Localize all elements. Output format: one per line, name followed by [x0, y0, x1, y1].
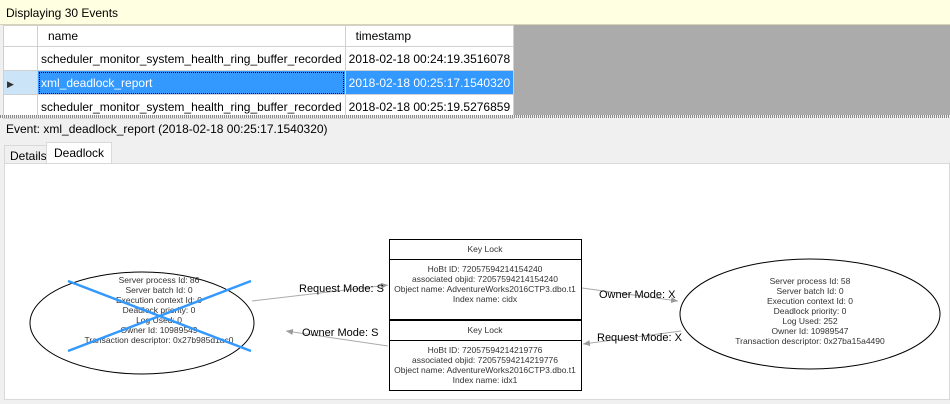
process-node[interactable]: Server process Id: 58 Server batch Id: 0…	[679, 258, 941, 370]
table-row-selected[interactable]: ▶ xml_deadlock_report 2018-02-18 00:25:1…	[3, 70, 515, 95]
event-count-status: Displaying 30 Events	[0, 0, 950, 25]
resource-line: Index name: idx1	[453, 375, 518, 385]
column-header-timestamp[interactable]: timestamp	[344, 25, 515, 47]
resource-line: associated objid: 72057594214219776	[412, 355, 558, 365]
cell-name[interactable]: scheduler_monitor_system_health_ring_buf…	[37, 94, 346, 119]
row-header[interactable]	[3, 46, 38, 71]
resource-title: Key Lock	[468, 325, 504, 335]
resource-line: Index name: cidx	[453, 294, 518, 304]
process-line: Execution context Id: 0	[116, 295, 202, 305]
cell-timestamp[interactable]: 2018-02-18 00:24:19.3516078	[344, 46, 515, 71]
event-label: Event: xml_deadlock_report (2018-02-18 0…	[6, 122, 328, 136]
victim-x-mark-icon	[67, 279, 252, 353]
edge-request-s: Request Mode: S	[251, 282, 389, 302]
column-header-name[interactable]: name	[37, 25, 346, 47]
edge-owner-s: Owner Mode: S	[285, 327, 389, 347]
process-line: Deadlock priority: 0	[774, 306, 847, 316]
process-line: Deadlock priority: 0	[123, 305, 196, 315]
cell-name[interactable]: scheduler_monitor_system_health_ring_buf…	[37, 46, 346, 71]
deadlock-graph: Request Mode: S Owner Mode: X Request Mo…	[29, 239, 941, 391]
row-header[interactable]	[3, 94, 38, 119]
edge-label: Request Mode: X	[597, 332, 683, 344]
cell-timestamp[interactable]: 2018-02-18 00:25:17.1540320	[344, 70, 515, 95]
tab-deadlock[interactable]: Deadlock	[46, 142, 113, 164]
edge-label: Request Mode: S	[299, 283, 384, 295]
key-lock-resource-1[interactable]: Key Lock HoBt ID: 72057594214154240 asso…	[389, 239, 582, 320]
edge-request-x: Request Mode: X	[582, 330, 683, 347]
deadlock-graph-panel: Request Mode: S Owner Mode: X Request Mo…	[4, 163, 950, 400]
process-line: Server batch Id: 0	[776, 286, 843, 296]
process-line: Transaction descriptor: 0x27ba15a4490	[735, 336, 885, 346]
table-row[interactable]: scheduler_monitor_system_health_ring_buf…	[3, 94, 515, 119]
splitter[interactable]	[0, 115, 950, 118]
process-line: Transaction descriptor: 0x27b985d1ac0	[85, 335, 234, 345]
edge-owner-x: Owner Mode: X	[581, 287, 679, 304]
row-header[interactable]: ▶	[3, 70, 38, 95]
events-grid[interactable]: name timestamp scheduler_monitor_system_…	[3, 25, 950, 119]
tab-details[interactable]: Details	[4, 145, 53, 164]
process-line: Log Used: 252	[782, 316, 838, 326]
grid-header-row: name timestamp	[3, 25, 515, 47]
cell-timestamp[interactable]: 2018-02-18 00:25:19.5276859	[344, 94, 515, 119]
row-header-corner	[3, 25, 38, 47]
process-line: Log Used: 0	[136, 315, 182, 325]
process-line: Owner Id: 10989549	[120, 325, 197, 335]
process-line: Server process Id: 58	[770, 276, 851, 286]
resource-line: associated objid: 72057594214154240	[412, 274, 558, 284]
key-lock-resource-2[interactable]: Key Lock HoBt ID: 72057594214219776 asso…	[389, 320, 582, 391]
cell-name[interactable]: xml_deadlock_report	[37, 70, 346, 95]
resource-line: HoBt ID: 72057594214154240	[428, 264, 543, 274]
table-row[interactable]: scheduler_monitor_system_health_ring_buf…	[3, 46, 515, 71]
edge-label: Owner Mode: S	[302, 327, 378, 339]
victim-process-node[interactable]: Server process Id: 86 Server batch Id: 0…	[29, 271, 255, 375]
resource-line: Object name: AdventureWorks2016CTP3.dbo.…	[394, 365, 576, 375]
current-row-arrow-icon: ▶	[7, 78, 14, 89]
process-line: Execution context Id: 0	[767, 296, 853, 306]
process-line: Server process Id: 86	[119, 275, 200, 285]
resource-line: Object name: AdventureWorks2016CTP3.dbo.…	[394, 284, 576, 294]
resource-title: Key Lock	[468, 244, 504, 254]
resource-line: HoBt ID: 72057594214219776	[428, 345, 543, 355]
process-line: Server batch Id: 0	[125, 285, 192, 295]
process-line: Owner Id: 10989547	[771, 326, 848, 336]
edge-label: Owner Mode: X	[599, 289, 676, 301]
